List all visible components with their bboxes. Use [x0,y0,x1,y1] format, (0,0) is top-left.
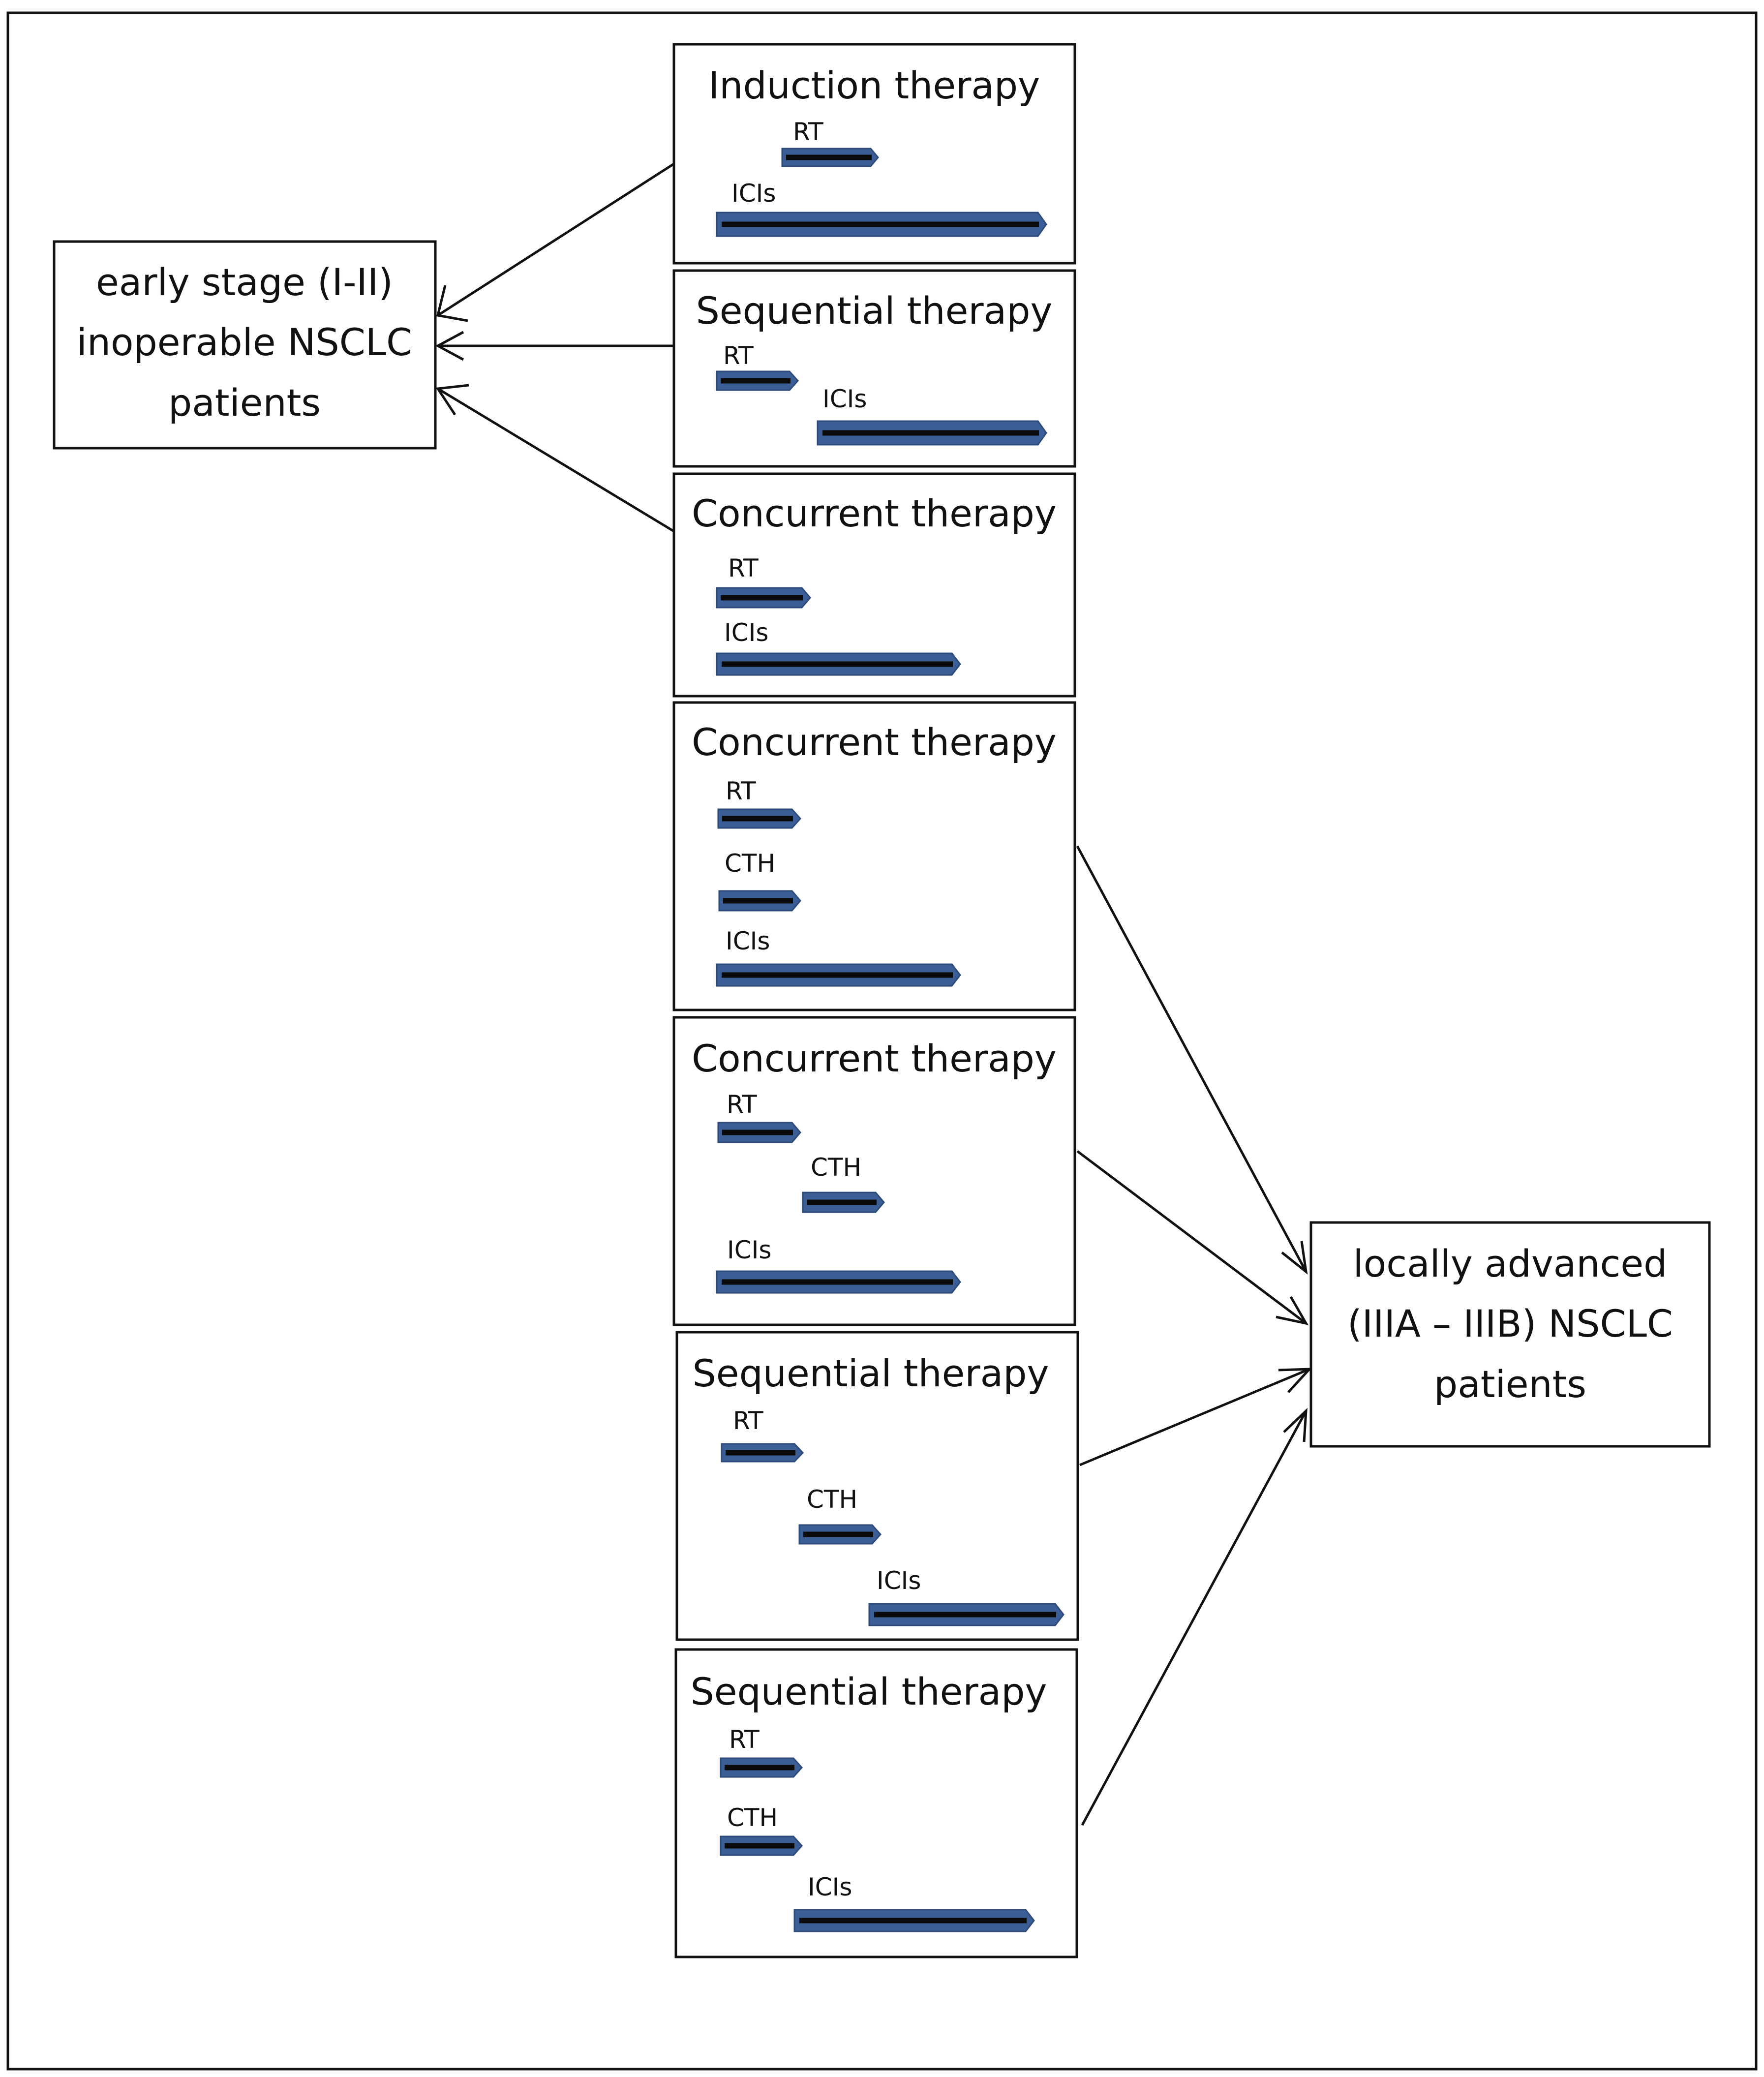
locally-line-3: patients [1434,1362,1586,1406]
bar-label-icis: ICIs [724,618,768,647]
bar-label-icis: ICIs [726,927,770,955]
therapy-box-4: Concurrent therapy RT CTH ICIs [672,701,1076,1011]
bar-rt [720,1757,803,1778]
bar-rt [717,1122,801,1143]
bar-label-rt: RT [726,777,756,805]
bar-rt [781,148,879,167]
bar-label-rt: RT [723,341,754,370]
bar-label-rt: RT [793,118,823,146]
bar-label-icis: ICIs [808,1873,852,1901]
therapy-title: Concurrent therapy [692,720,1057,764]
early-line-3: patients [168,381,321,425]
therapy-title: Concurrent therapy [692,491,1057,535]
bar-rt [716,370,799,391]
bar-icis [716,963,961,987]
bar-label-icis: ICIs [731,179,776,208]
bar-label-icis: ICIs [822,385,867,413]
locally-line-1: locally advanced [1353,1242,1668,1285]
bar-icis [793,1909,1035,1932]
bar-cth [720,1835,803,1856]
bar-rt [721,1443,804,1463]
bar-icis [868,1603,1064,1626]
bar-label-icis: ICIs [877,1566,921,1595]
early-line-1: early stage (I-II) [96,260,393,304]
bar-icis [716,652,961,676]
therapy-title: Induction therapy [708,63,1040,107]
bar-label-cth: CTH [727,1803,778,1832]
therapy-title: Concurrent therapy [692,1037,1057,1080]
bar-icis [817,420,1047,446]
therapy-box-6: Sequential therapy RT CTH ICIs [675,1331,1079,1641]
locally-advanced-box: locally advanced (IIIA – IIIB) NSCLC pat… [1309,1221,1711,1448]
arrows-locally [1076,845,1312,1826]
early-stage-box: early stage (I-II) inoperable NSCLC pati… [53,240,437,450]
early-line-2: inoperable NSCLC [77,320,412,364]
bar-label-cth: CTH [811,1153,861,1182]
outer-frame [6,11,1758,2071]
bar-rt [717,808,802,829]
therapy-box-7: Sequential therapy RT CTH ICIs [674,1648,1078,1958]
locally-line-2: (IIIA – IIIB) NSCLC [1347,1302,1673,1345]
bar-cth [798,1524,882,1545]
therapy-title: Sequential therapy [693,1351,1049,1395]
bar-label-rt: RT [729,1725,760,1754]
bar-label-cth: CTH [807,1485,857,1514]
arrows-early [435,162,675,533]
therapy-title: Sequential therapy [696,289,1053,333]
bar-cth [718,890,801,912]
therapy-box-2: Sequential therapy RT ICIs [672,269,1076,468]
bar-label-rt: RT [728,554,759,582]
bar-cth [802,1191,885,1213]
bar-label-rt: RT [733,1406,763,1435]
therapy-box-5: Concurrent therapy RT CTH ICIs [672,1016,1076,1326]
therapy-box-1: Induction therapy RT ICIs [672,43,1076,265]
bar-label-rt: RT [727,1090,757,1119]
bar-label-cth: CTH [725,849,775,878]
bar-rt [716,587,811,609]
bar-icis [716,212,1047,237]
therapy-title: Sequential therapy [691,1670,1047,1713]
bar-icis [716,1270,961,1294]
therapy-box-3: Concurrent therapy RT ICIs [672,472,1076,698]
bar-label-icis: ICIs [727,1236,771,1264]
